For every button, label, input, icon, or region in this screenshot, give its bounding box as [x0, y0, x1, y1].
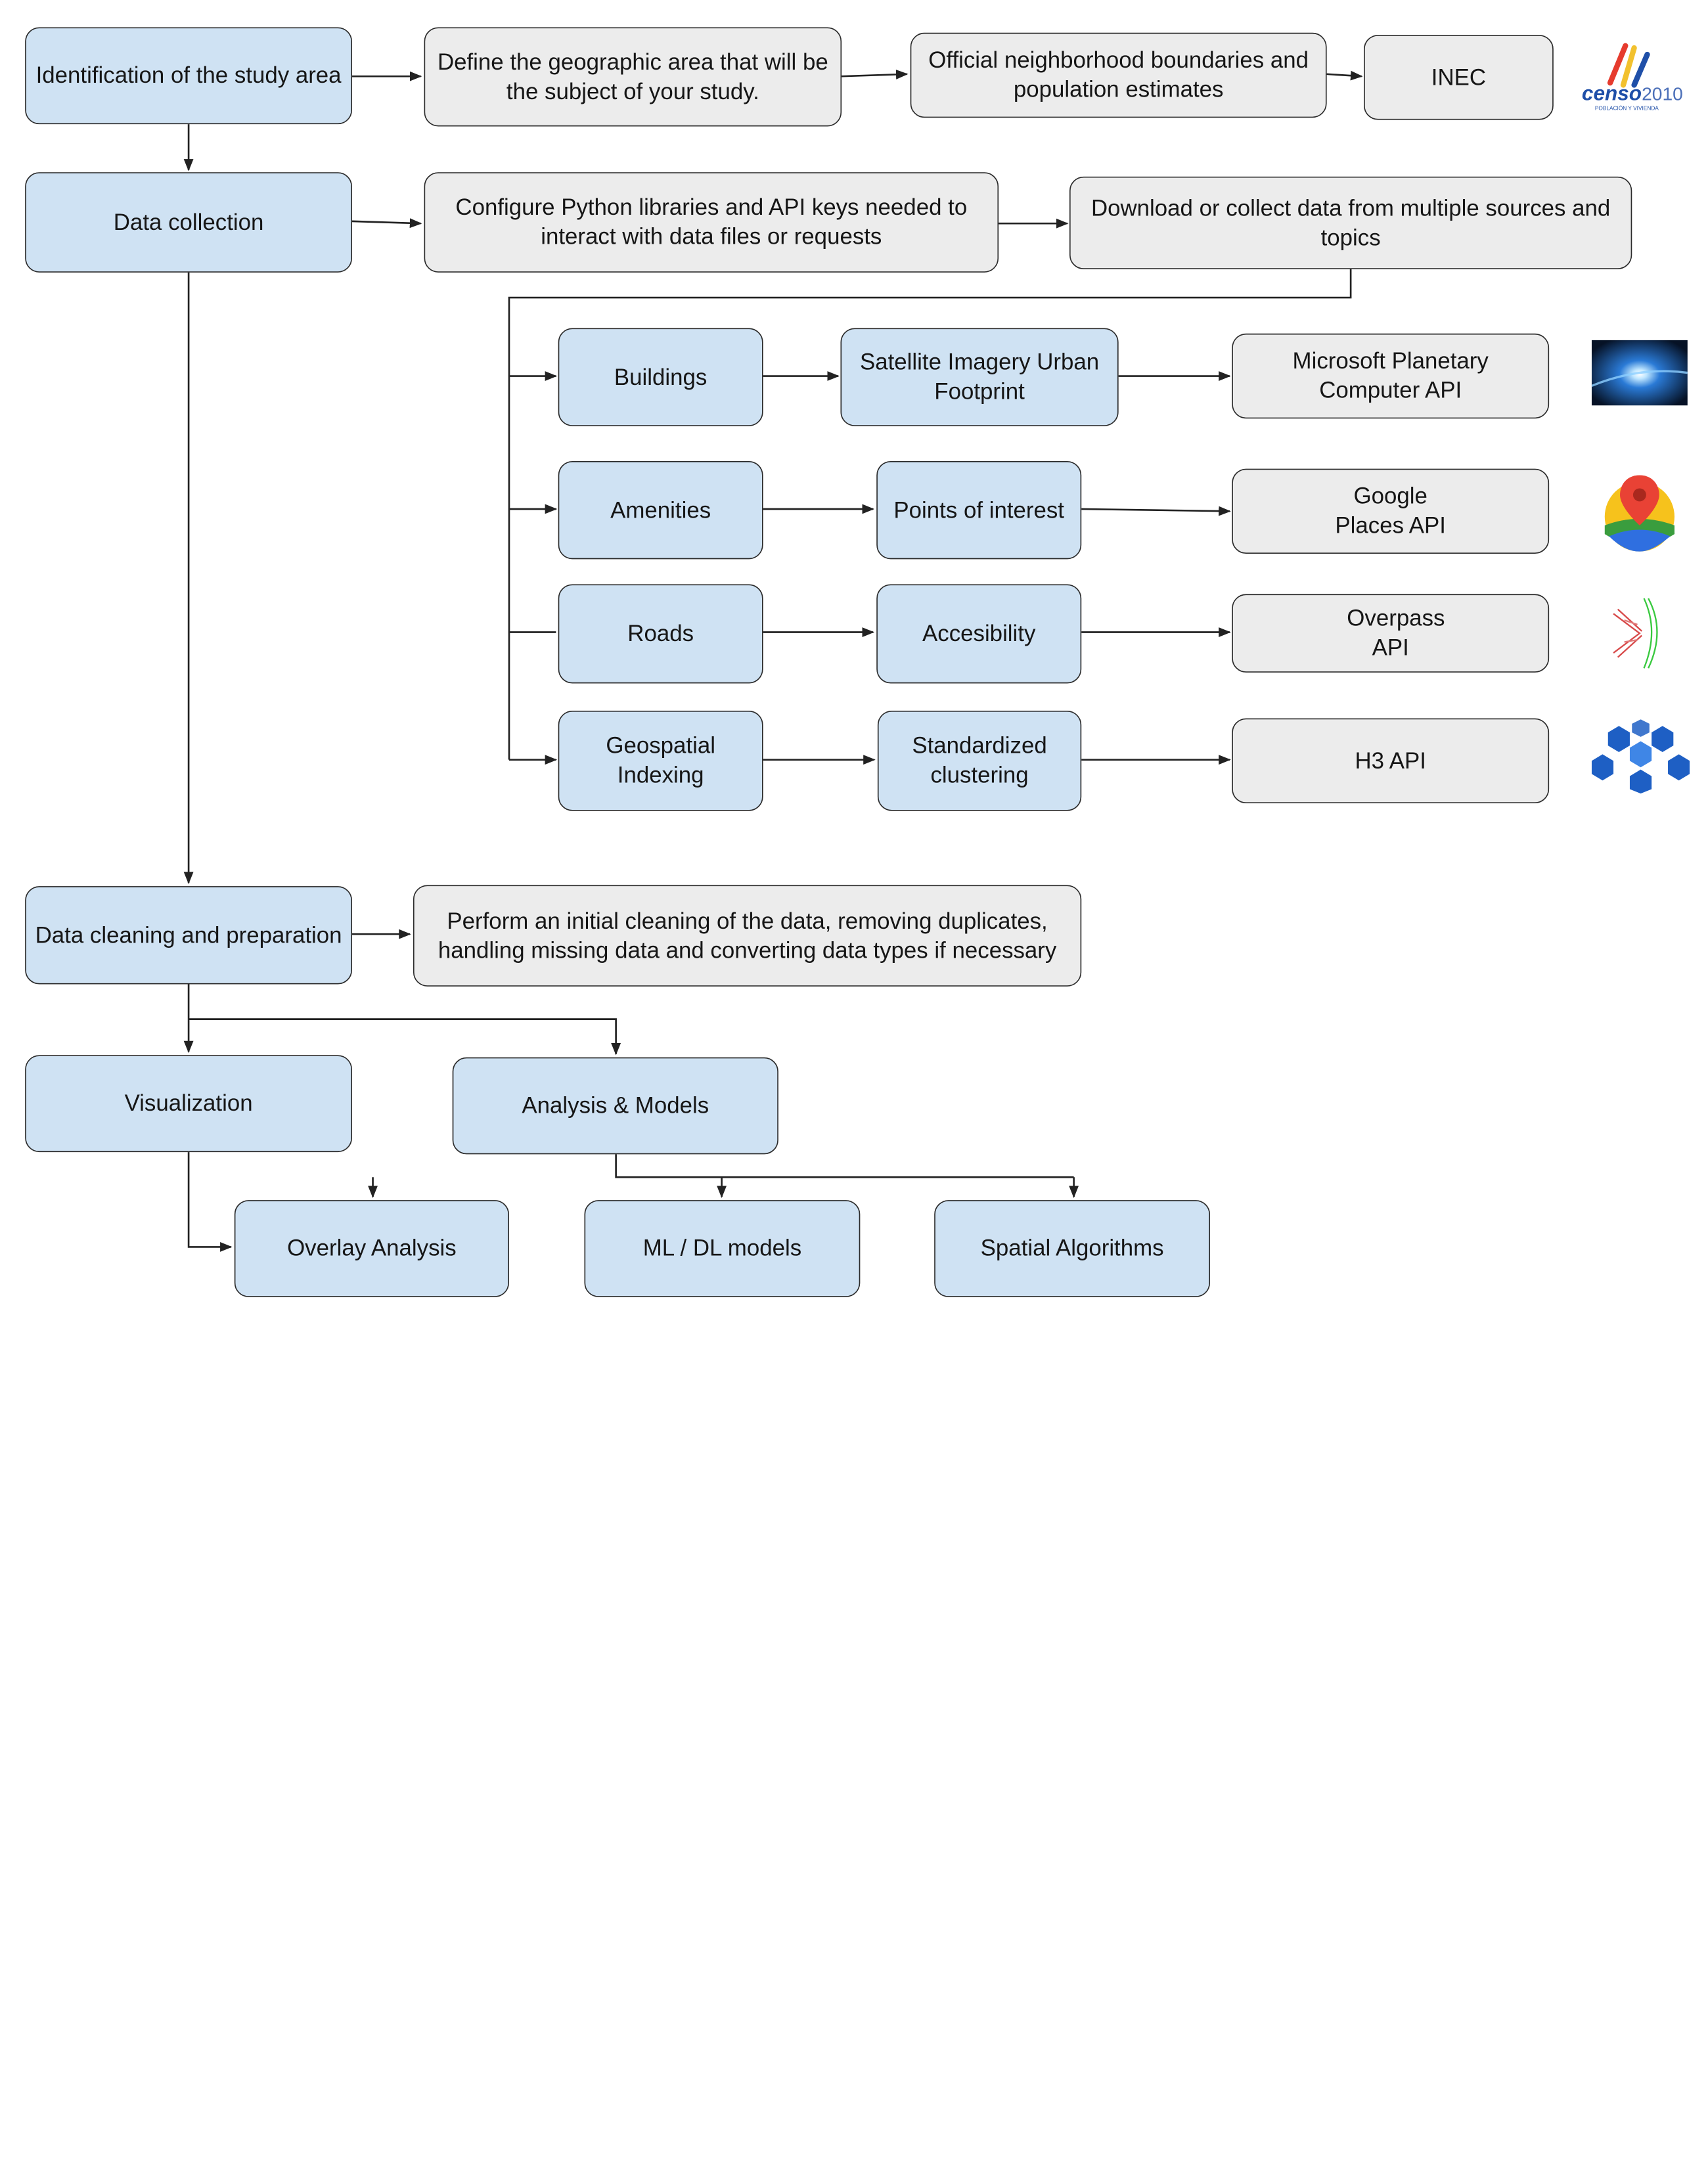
step-ml-dl-models: ML / DL models: [584, 1200, 861, 1297]
step-label: Overlay Analysis: [287, 1235, 457, 1262]
dataset-label: Points of interest: [893, 497, 1065, 523]
api-label: Google Places API: [1335, 483, 1446, 539]
dataset-accesibility: Accesibility: [876, 584, 1082, 684]
google-places-logo-icon: [1598, 471, 1681, 552]
censo-tagline: POBLACIÓN Y VIVIENDA: [1594, 105, 1659, 112]
step-label: Visualization: [124, 1091, 253, 1117]
arrow-cleaning-to-analysis: [189, 1018, 621, 1056]
dataset-standardized-clustering: Standardized clustering: [877, 710, 1082, 811]
overpass-logo-icon: [1607, 592, 1673, 673]
step-data-cleaning: Data cleaning and preparation: [25, 886, 353, 985]
step-data-collection: Data collection: [25, 172, 353, 273]
step-visualization: Visualization: [25, 1055, 353, 1153]
api-label: Microsoft Planetary Computer API: [1292, 349, 1489, 404]
topic-label: Buildings: [614, 365, 708, 390]
api-overpass: Overpass API: [1232, 594, 1550, 673]
step-label: Official neighborhood boundaries and pop…: [928, 48, 1309, 102]
step-label: Define the geographic area that will be …: [437, 49, 828, 104]
step-inec: INEC: [1364, 35, 1554, 120]
topic-buildings: Buildings: [558, 328, 763, 426]
step-label: Download or collect data from multiple s…: [1090, 195, 1611, 250]
step-label: Configure Python libraries and API keys …: [455, 195, 968, 250]
dataset-label: Standardized clustering: [912, 733, 1047, 788]
step-define-area: Define the geographic area that will be …: [424, 27, 842, 127]
censo-word: censo: [1581, 83, 1642, 106]
topic-label: Roads: [627, 621, 694, 647]
step-label: INEC: [1431, 64, 1487, 90]
step-label: Perform an initial cleaning of the data,…: [438, 908, 1057, 964]
h3-hexagon-logo-icon: [1591, 719, 1690, 794]
topic-roads: Roads: [558, 584, 763, 684]
step-overlay-analysis: Overlay Analysis: [234, 1200, 509, 1297]
step-label: Analysis & Models: [522, 1093, 709, 1119]
api-label: Overpass API: [1347, 606, 1445, 661]
analysis-bus: [615, 1154, 1074, 1178]
topic-amenities: Amenities: [558, 460, 763, 560]
step-identification-study-area: Identification of the study area: [25, 27, 353, 125]
api-h3: H3 API: [1232, 718, 1550, 804]
api-label: H3 API: [1355, 748, 1426, 774]
arrow-poi-to-google: [1081, 506, 1231, 516]
arrow-collection-to-configure: [351, 218, 422, 229]
step-analysis-models: Analysis & Models: [452, 1057, 778, 1155]
arrow-define-to-boundaries: [842, 69, 909, 79]
step-label: Spatial Algorithms: [980, 1235, 1164, 1262]
step-boundaries: Official neighborhood boundaries and pop…: [910, 32, 1327, 118]
connector-arrows: [183, 69, 1363, 1252]
step-label: Data collection: [113, 210, 264, 235]
dataset-label: Accesibility: [922, 621, 1036, 647]
arrow-visualization-to-overlay: [187, 1152, 233, 1252]
censo-year: 2010: [1642, 83, 1683, 105]
step-label: Identification of the study area: [35, 63, 342, 89]
step-label: Data cleaning and preparation: [35, 922, 342, 948]
step-configure-python: Configure Python libraries and API keys …: [424, 172, 999, 273]
dataset-label: Satellite Imagery Urban Footprint: [859, 349, 1100, 405]
branch-bus: [508, 269, 1352, 760]
step-download-data: Download or collect data from multiple s…: [1069, 176, 1632, 269]
arrow-boundaries-to-inec: [1326, 70, 1363, 81]
step-cleaning-description: Perform an initial cleaning of the data,…: [413, 885, 1082, 987]
topic-geospatial-indexing: Geospatial Indexing: [558, 710, 763, 811]
dataset-points-of-interest: Points of interest: [876, 460, 1082, 560]
api-google-places: Google Places API: [1232, 468, 1550, 554]
api-microsoft-planetary: Microsoft Planetary Computer API: [1232, 333, 1550, 419]
planetary-computer-logo-icon: [1591, 340, 1688, 406]
topic-label: Amenities: [610, 497, 711, 523]
step-label: ML / DL models: [642, 1235, 802, 1262]
dataset-satellite-imagery: Satellite Imagery Urban Footprint: [840, 328, 1119, 426]
censo-2010-logo: censo2010 POBLACIÓN Y VIVIENDA: [1580, 39, 1700, 118]
topic-label: Geospatial Indexing: [606, 733, 715, 788]
step-spatial-algorithms: Spatial Algorithms: [934, 1200, 1211, 1297]
